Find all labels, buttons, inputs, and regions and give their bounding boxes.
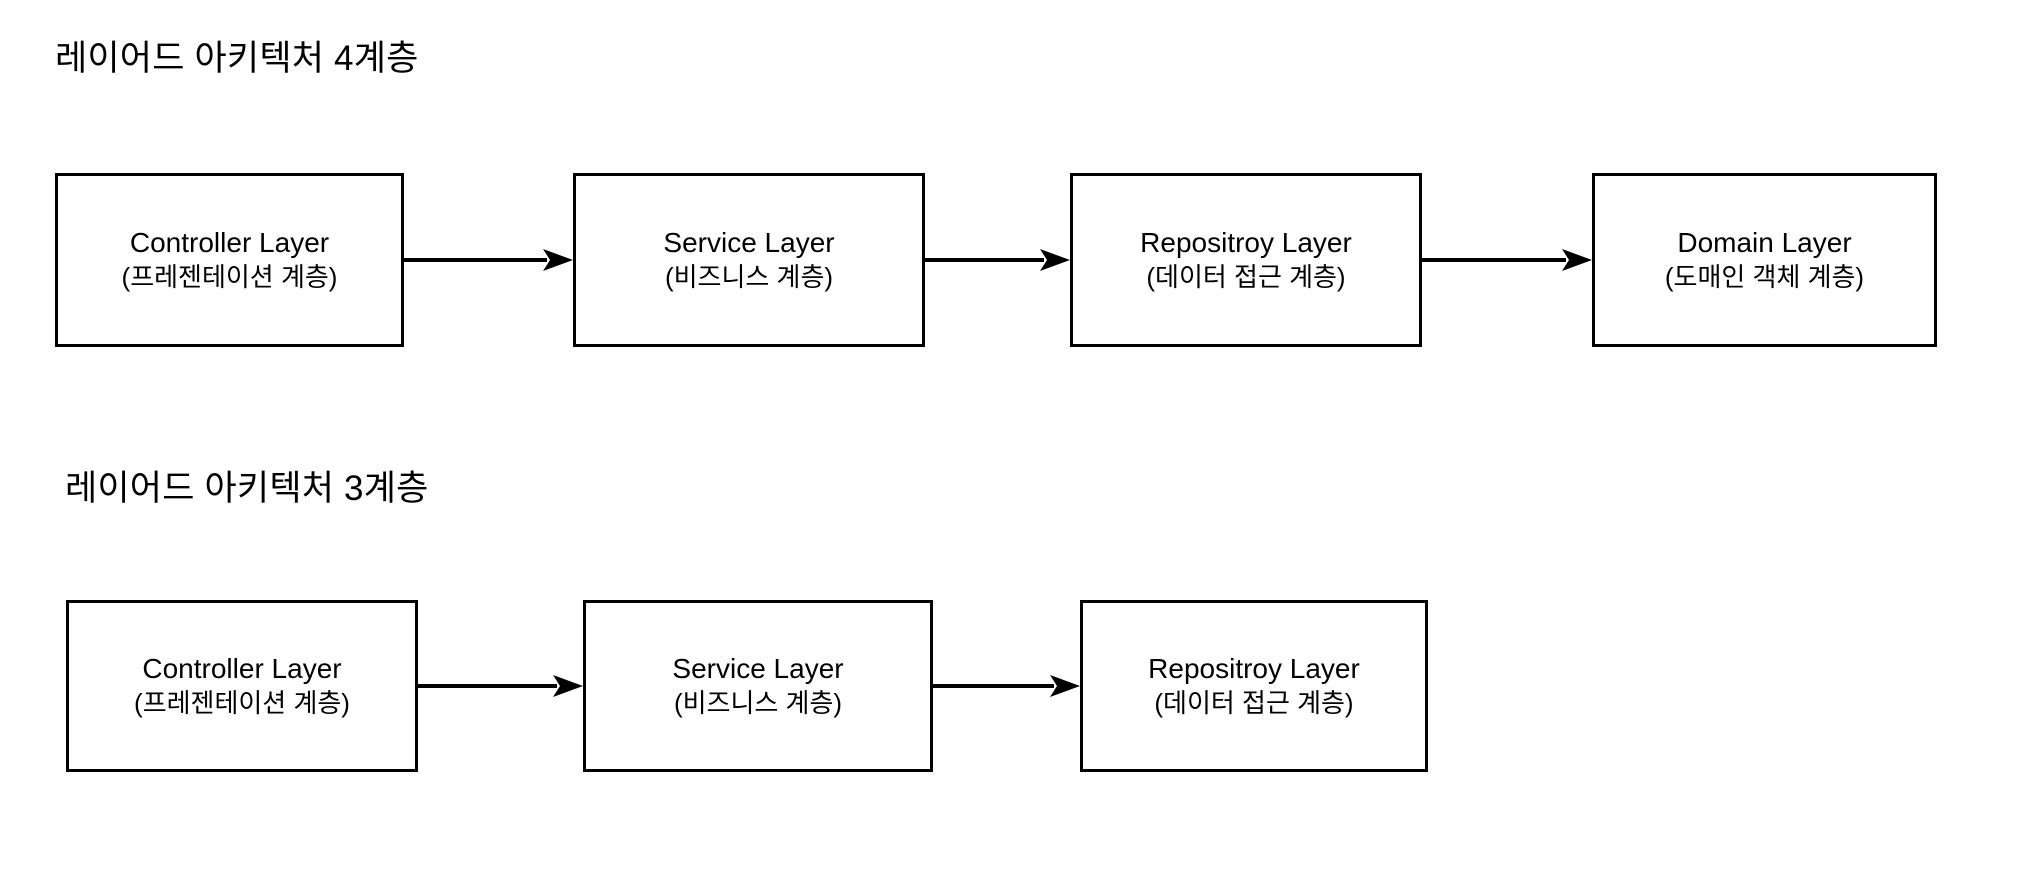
arrow-service-to-repository (925, 247, 1070, 273)
arrow-repository-to-domain (1422, 247, 1592, 273)
layer-subtitle: (프레젠테이션 계층) (134, 688, 350, 719)
layer-subtitle: (비즈니스 계층) (673, 688, 843, 719)
layer-subtitle: (데이터 접근 계층) (1146, 262, 1346, 293)
layer-subtitle: (비즈니스 계층) (664, 262, 834, 293)
layer-box-three-layer-service[interactable]: Service Layer(비즈니스 계층) (583, 600, 933, 772)
layer-subtitle: (도매인 객체 계층) (1664, 262, 1865, 293)
arrow-service-to-repository (933, 673, 1080, 699)
layer-subtitle: (데이터 접근 계층) (1154, 688, 1354, 719)
layer-title: Repositroy Layer (1148, 653, 1360, 685)
layer-title: Controller Layer (142, 653, 342, 685)
layer-box-three-layer-repository[interactable]: Repositroy Layer(데이터 접근 계층) (1080, 600, 1428, 772)
layer-box-four-layer-repository[interactable]: Repositroy Layer(데이터 접근 계층) (1070, 173, 1422, 347)
layer-title: Domain Layer (1677, 227, 1852, 259)
layer-box-four-layer-service[interactable]: Service Layer(비즈니스 계층) (573, 173, 925, 347)
layer-subtitle: (프레젠테이션 계층) (121, 262, 338, 293)
section-title-four-layer: 레이어드 아키텍처 4계층 (55, 39, 419, 78)
layer-box-four-layer-controller[interactable]: Controller Layer(프레젠테이션 계층) (55, 173, 404, 347)
layer-title: Service Layer (663, 227, 835, 259)
layer-title: Controller Layer (129, 227, 330, 259)
section-title-three-layer: 레이어드 아키텍처 3계층 (65, 469, 429, 508)
layer-box-three-layer-controller[interactable]: Controller Layer(프레젠테이션 계층) (66, 600, 418, 772)
layer-box-four-layer-domain[interactable]: Domain Layer(도매인 객체 계층) (1592, 173, 1937, 347)
layer-title: Service Layer (672, 653, 844, 685)
arrow-controller-to-service (418, 673, 583, 699)
arrow-controller-to-service (404, 247, 573, 273)
layer-title: Repositroy Layer (1140, 227, 1352, 259)
